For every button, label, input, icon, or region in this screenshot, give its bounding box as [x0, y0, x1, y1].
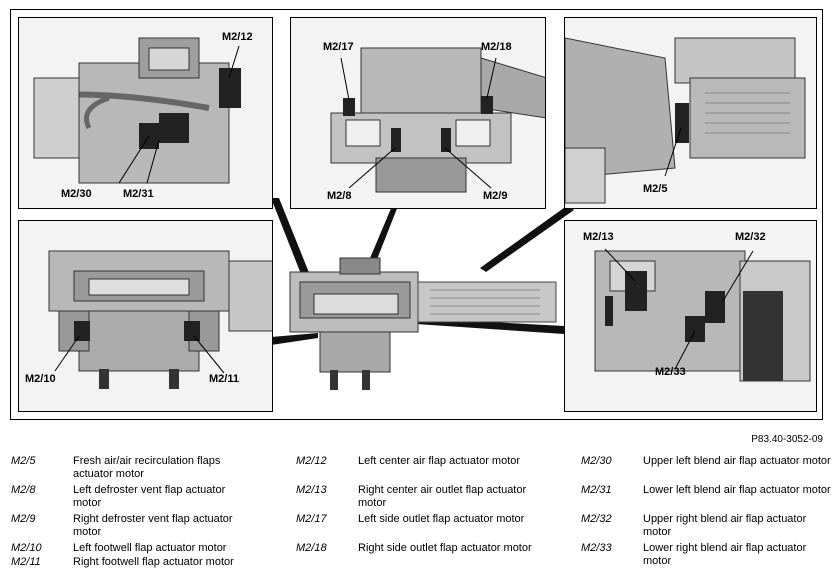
callout-m2-17: M2/17	[323, 41, 354, 53]
hvac-unit-overview-illustration	[289, 257, 557, 390]
legend-description: Lower right blend air flap actuator moto…	[643, 542, 807, 567]
legend-code: M2/30	[581, 455, 612, 467]
legend-item: M2/13 Right center air outlet flap actuat…	[296, 484, 576, 513]
legend-item: M2/5 Fresh air/air recirculation flaps ac…	[11, 455, 291, 484]
callout-m2-10: M2/10	[25, 373, 56, 385]
legend-item: M2/10 Left footwell flap actuator motor	[11, 542, 291, 556]
legend-description: Right center air outlet flap actuator mo…	[358, 484, 527, 509]
legend-item: M2/8 Left defroster vent flap actuator mo…	[11, 484, 291, 513]
callout-m2-11: M2/11	[209, 373, 239, 385]
hvac-right-side-illustration	[565, 37, 806, 204]
panel-top-right: M2/5	[564, 17, 817, 209]
callout-m2-13: M2/13	[583, 231, 614, 243]
legend-code: M2/5	[11, 455, 36, 467]
callout-m2-12: M2/12	[222, 31, 253, 43]
legend-item: M2/30 Upper left blend air flap actuator …	[581, 455, 837, 484]
legend-description: Left footwell flap actuator motor	[73, 542, 227, 554]
legend-item: M2/33 Lower right blend air flap actuator…	[581, 542, 837, 568]
hvac-left-side-illustration	[33, 37, 241, 184]
legend-code: M2/31	[581, 484, 612, 496]
hvac-top-view-illustration	[330, 47, 545, 193]
legend-code: M2/9	[11, 513, 36, 525]
legend-code: M2/32	[581, 513, 612, 525]
callout-m2-33: M2/33	[655, 366, 686, 378]
legend-item: M2/31 Lower left blend air flap actuator …	[581, 484, 837, 513]
callout-m2-31: M2/31	[123, 188, 154, 200]
legend-item: M2/32 Upper right blend air flap actuator…	[581, 513, 837, 542]
legend-item: M2/11 Right footwell flap actuator motor	[11, 556, 291, 569]
callout-m2-32: M2/32	[735, 231, 766, 243]
legend-description: Upper right blend air flap actuator moto…	[643, 513, 807, 538]
panel-bottom-right: M2/13 M2/32 M2/33	[564, 220, 817, 412]
legend-code: M2/11	[11, 556, 41, 568]
reference-code: P83.40-3052-09	[751, 434, 823, 445]
callout-m2-30: M2/30	[61, 188, 92, 200]
legend-description: Lower left blend air flap actuator motor	[643, 484, 831, 496]
legend-description: Upper left blend air flap actuator motor	[643, 455, 831, 467]
legend-item: M2/9 Right defroster vent flap actuator m…	[11, 513, 291, 542]
legend-code: M2/8	[11, 484, 36, 496]
legend: M2/5 Fresh air/air recirculation flaps ac…	[0, 455, 837, 581]
legend-description: Left center air flap actuator motor	[358, 455, 521, 467]
hvac-front-view-illustration	[48, 250, 272, 389]
panel-bottom-left: M2/10 M2/11	[18, 220, 273, 412]
legend-item: M2/18 Right side outlet flap actuator mot…	[296, 542, 576, 555]
legend-code: M2/10	[11, 542, 42, 554]
panel-top-left: M2/12 M2/30 M2/31	[18, 17, 273, 209]
callout-m2-9: M2/9	[483, 190, 508, 202]
legend-column-3: M2/30 Upper left blend air flap actuator …	[581, 455, 837, 568]
legend-code: M2/33	[581, 542, 612, 554]
legend-description: Left defroster vent flap actuator motor	[73, 484, 226, 509]
panel-top-center: M2/17 M2/18 M2/8 M2/9	[290, 17, 546, 209]
legend-description: Right footwell flap actuator motor	[73, 556, 234, 568]
hvac-rear-view-illustration	[594, 248, 811, 382]
legend-description: Fresh air/air recirculation flaps actuat…	[73, 455, 221, 480]
legend-description: Right side outlet flap actuator motor	[358, 542, 532, 554]
legend-description: Left side outlet flap actuator motor	[358, 513, 525, 525]
callout-m2-8: M2/8	[327, 190, 352, 202]
legend-column-2: M2/12 Left center air flap actuator motor…	[296, 455, 576, 555]
legend-code: M2/13	[296, 484, 327, 496]
legend-code: M2/18	[296, 542, 327, 554]
legend-item: M2/12 Left center air flap actuator motor	[296, 455, 576, 484]
legend-description: Right defroster vent flap actuator motor	[73, 513, 233, 538]
legend-code: M2/12	[296, 455, 327, 467]
legend-item: M2/17 Left side outlet flap actuator moto…	[296, 513, 576, 542]
callout-m2-18: M2/18	[481, 41, 512, 53]
legend-column-1: M2/5 Fresh air/air recirculation flaps ac…	[11, 455, 291, 569]
legend-code: M2/17	[296, 513, 327, 525]
callout-m2-5: M2/5	[643, 183, 668, 195]
